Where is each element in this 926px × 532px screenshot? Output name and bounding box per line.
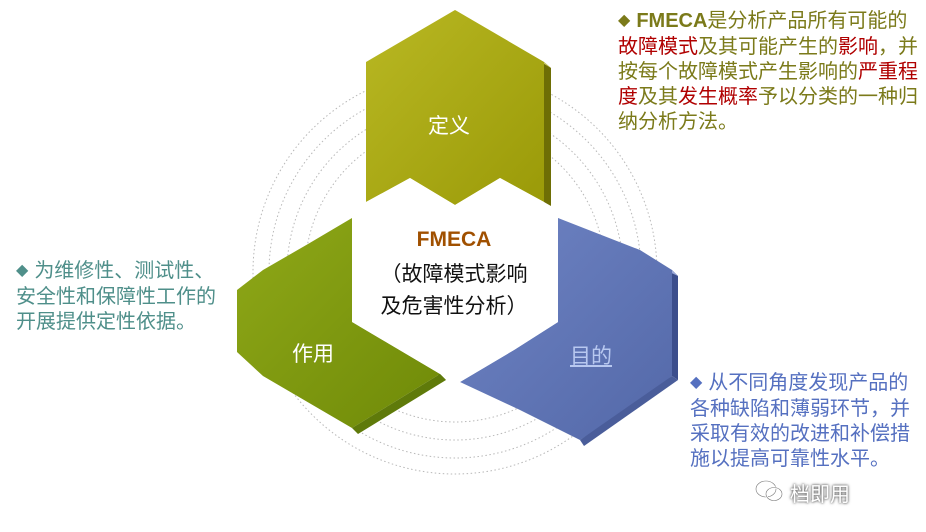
diamond-bullet-icon: ◆ [16,260,29,279]
segment-purpose-face [460,218,672,440]
definition-highlight-effect: 影响 [838,34,878,58]
purpose-description: ◆从不同角度发现产品的各种缺陷和薄弱环节，并采取有效的改进和补偿措施以提高可靠性… [690,370,920,471]
diamond-bullet-icon: ◆ [618,10,631,29]
segment-purpose[interactable] [460,218,678,446]
segment-definition[interactable] [366,10,551,206]
segment-function-label[interactable]: 作用 [292,342,334,366]
definition-part: 及其 [638,84,678,108]
center-hexagon [352,178,558,382]
segment-definition-face [366,10,544,205]
definition-highlight-probability: 发生概率 [678,84,758,108]
definition-highlight-severity: 严重程度 [618,59,918,108]
definition-description: ◆ FMECA是分析产品所有可能的故障模式及其可能产生的影响，并按每个故障模式产生… [618,8,918,134]
definition-part: 是分析产品所有可能的 [707,8,908,32]
function-description: ◆为维修性、测试性、安全性和保障性工作的开展提供定性依据。 [16,258,231,334]
segment-purpose-label[interactable]: 目的 [570,344,612,368]
center-subtitle-line2: 及危害性分析） [380,294,528,318]
watermark-text: 档即用 [790,482,850,506]
wechat-icon [755,480,783,502]
purpose-description-text: 从不同角度发现产品的各种缺陷和薄弱环节，并采取有效的改进和补偿措施以提高可靠性水… [690,370,910,470]
segment-function-face [237,218,440,428]
function-description-text: 为维修性、测试性、安全性和保障性工作的开展提供定性依据。 [16,258,216,333]
definition-part: ，并按每个故障模式产生影响的 [618,34,918,83]
center-subtitle-line1: （故障模式影响 [380,262,528,286]
definition-part: 及其可能产生的 [698,34,838,58]
diamond-bullet-icon: ◆ [690,372,703,391]
definition-part: 予以分类的一种归纳分析方法。 [618,84,918,133]
segment-function[interactable] [237,218,446,434]
segment-definition-label[interactable]: 定义 [428,114,470,138]
definition-highlight-failure-mode: 故障模式 [618,34,698,58]
center-title: FMECA [416,228,492,251]
definition-fmeca: FMECA [636,10,708,32]
center-subtitle: （故障模式影响 及危害性分析） [362,258,546,322]
